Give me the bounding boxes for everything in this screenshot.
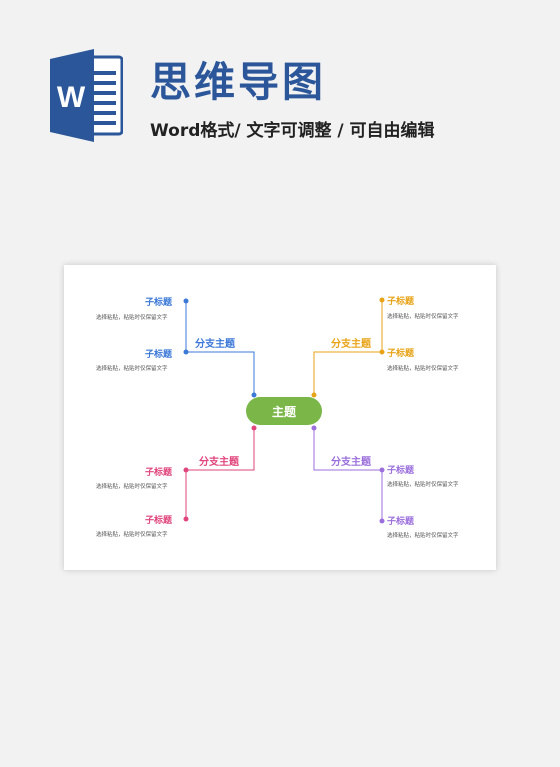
child-title[interactable]: 子标题 <box>145 350 173 360</box>
child-title[interactable]: 子标题 <box>145 298 173 308</box>
child-title[interactable]: 子标题 <box>145 516 173 526</box>
mindmap-card: 主题 分支主题 分支主题 分支主题 分支主题 子标题 选择粘贴，粘贴时仅保留文字… <box>64 265 496 570</box>
child-description: 选择粘贴，粘贴时仅保留文字 <box>96 366 168 372</box>
svg-text:W: W <box>57 81 86 114</box>
page-subtitle: Word格式/ 文字可调整 / 可自由编辑 <box>150 121 435 141</box>
page-title: 思维导图 <box>150 58 326 106</box>
central-topic-node[interactable]: 主题 <box>246 397 322 425</box>
central-topic-label: 主题 <box>271 404 296 419</box>
child-description: 选择粘贴，粘贴时仅保留文字 <box>387 314 459 320</box>
branch-label-bottom-left[interactable]: 分支主题 <box>199 457 239 468</box>
connector-lines <box>183 297 385 524</box>
word-logo-icon: W <box>50 49 123 142</box>
branch-label-top-right[interactable]: 分支主题 <box>331 339 371 350</box>
branch-label-top-left[interactable]: 分支主题 <box>195 339 235 350</box>
child-title[interactable]: 子标题 <box>387 517 415 527</box>
child-description: 选择粘贴，粘贴时仅保留文字 <box>96 484 168 490</box>
child-description: 选择粘贴，粘贴时仅保留文字 <box>387 366 459 372</box>
child-title[interactable]: 子标题 <box>387 297 415 307</box>
child-title[interactable]: 子标题 <box>387 466 415 476</box>
child-title[interactable]: 子标题 <box>145 468 173 478</box>
child-description: 选择粘贴，粘贴时仅保留文字 <box>387 482 459 488</box>
branch-label-bottom-right[interactable]: 分支主题 <box>331 457 371 468</box>
child-title[interactable]: 子标题 <box>387 349 415 359</box>
child-description: 选择粘贴，粘贴时仅保留文字 <box>96 315 168 321</box>
child-description: 选择粘贴，粘贴时仅保留文字 <box>387 533 459 539</box>
child-description: 选择粘贴，粘贴时仅保留文字 <box>96 532 168 538</box>
